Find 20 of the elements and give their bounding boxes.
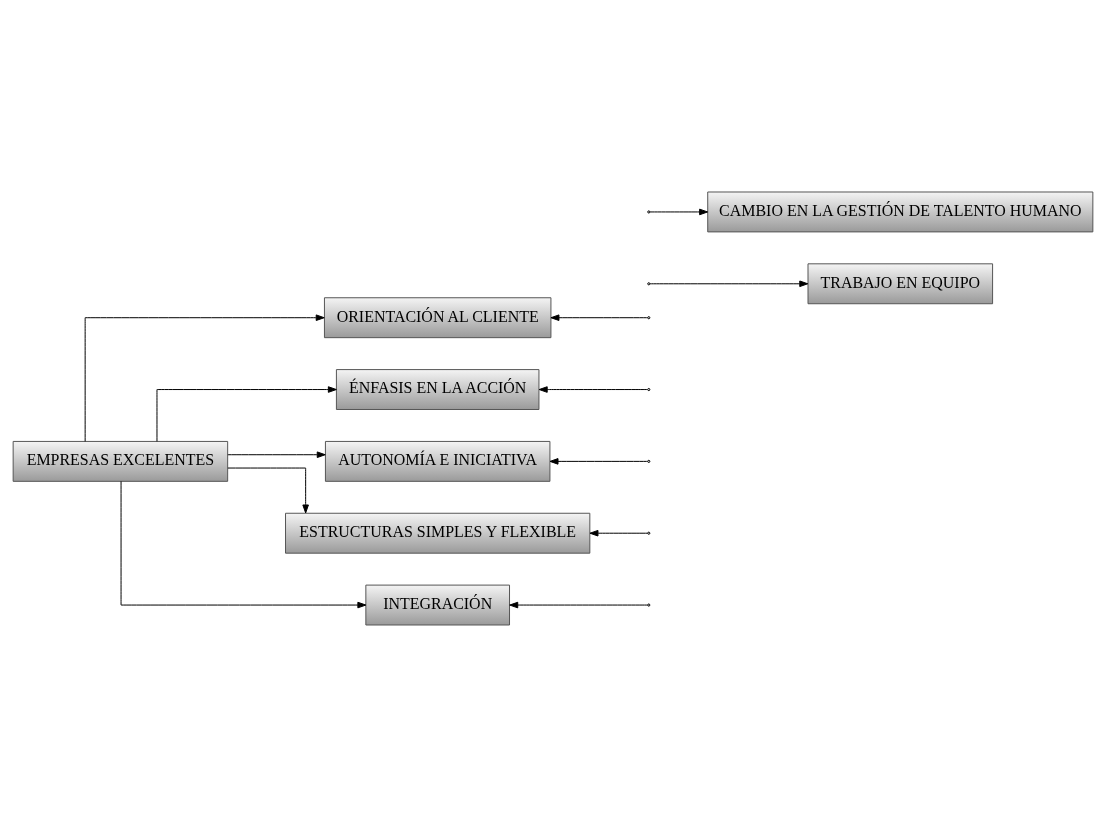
arrow [509,601,649,608]
node-box: ORIENTACIÓN AL CLIENTE [323,296,552,338]
arrow [227,450,326,458]
arrow [84,313,325,442]
arrow [156,385,337,442]
node-box: ESTRUCTURAS SIMPLES Y FLEXIBLE [285,512,591,554]
node-box: EMPRESAS EXCELENTES [12,440,229,482]
node-box: TRABAJO EN EQUIPO [807,262,994,304]
node-box: CAMBIO EN LA GESTIÓN DE TALENTO HUMANO [707,191,1094,232]
node-box: AUTONOMÍA E INICIATIVA [324,440,551,482]
arrow [549,457,649,465]
arrow [227,467,309,513]
arrow [120,480,367,608]
arrow [649,280,809,287]
node-box: INTEGRACIÓN [365,584,510,625]
arrow [550,313,649,321]
node-box: ÉNFASIS EN LA ACCIÓN [335,368,540,410]
arrow [538,385,648,393]
arrow [589,529,649,536]
arrow [649,208,709,215]
